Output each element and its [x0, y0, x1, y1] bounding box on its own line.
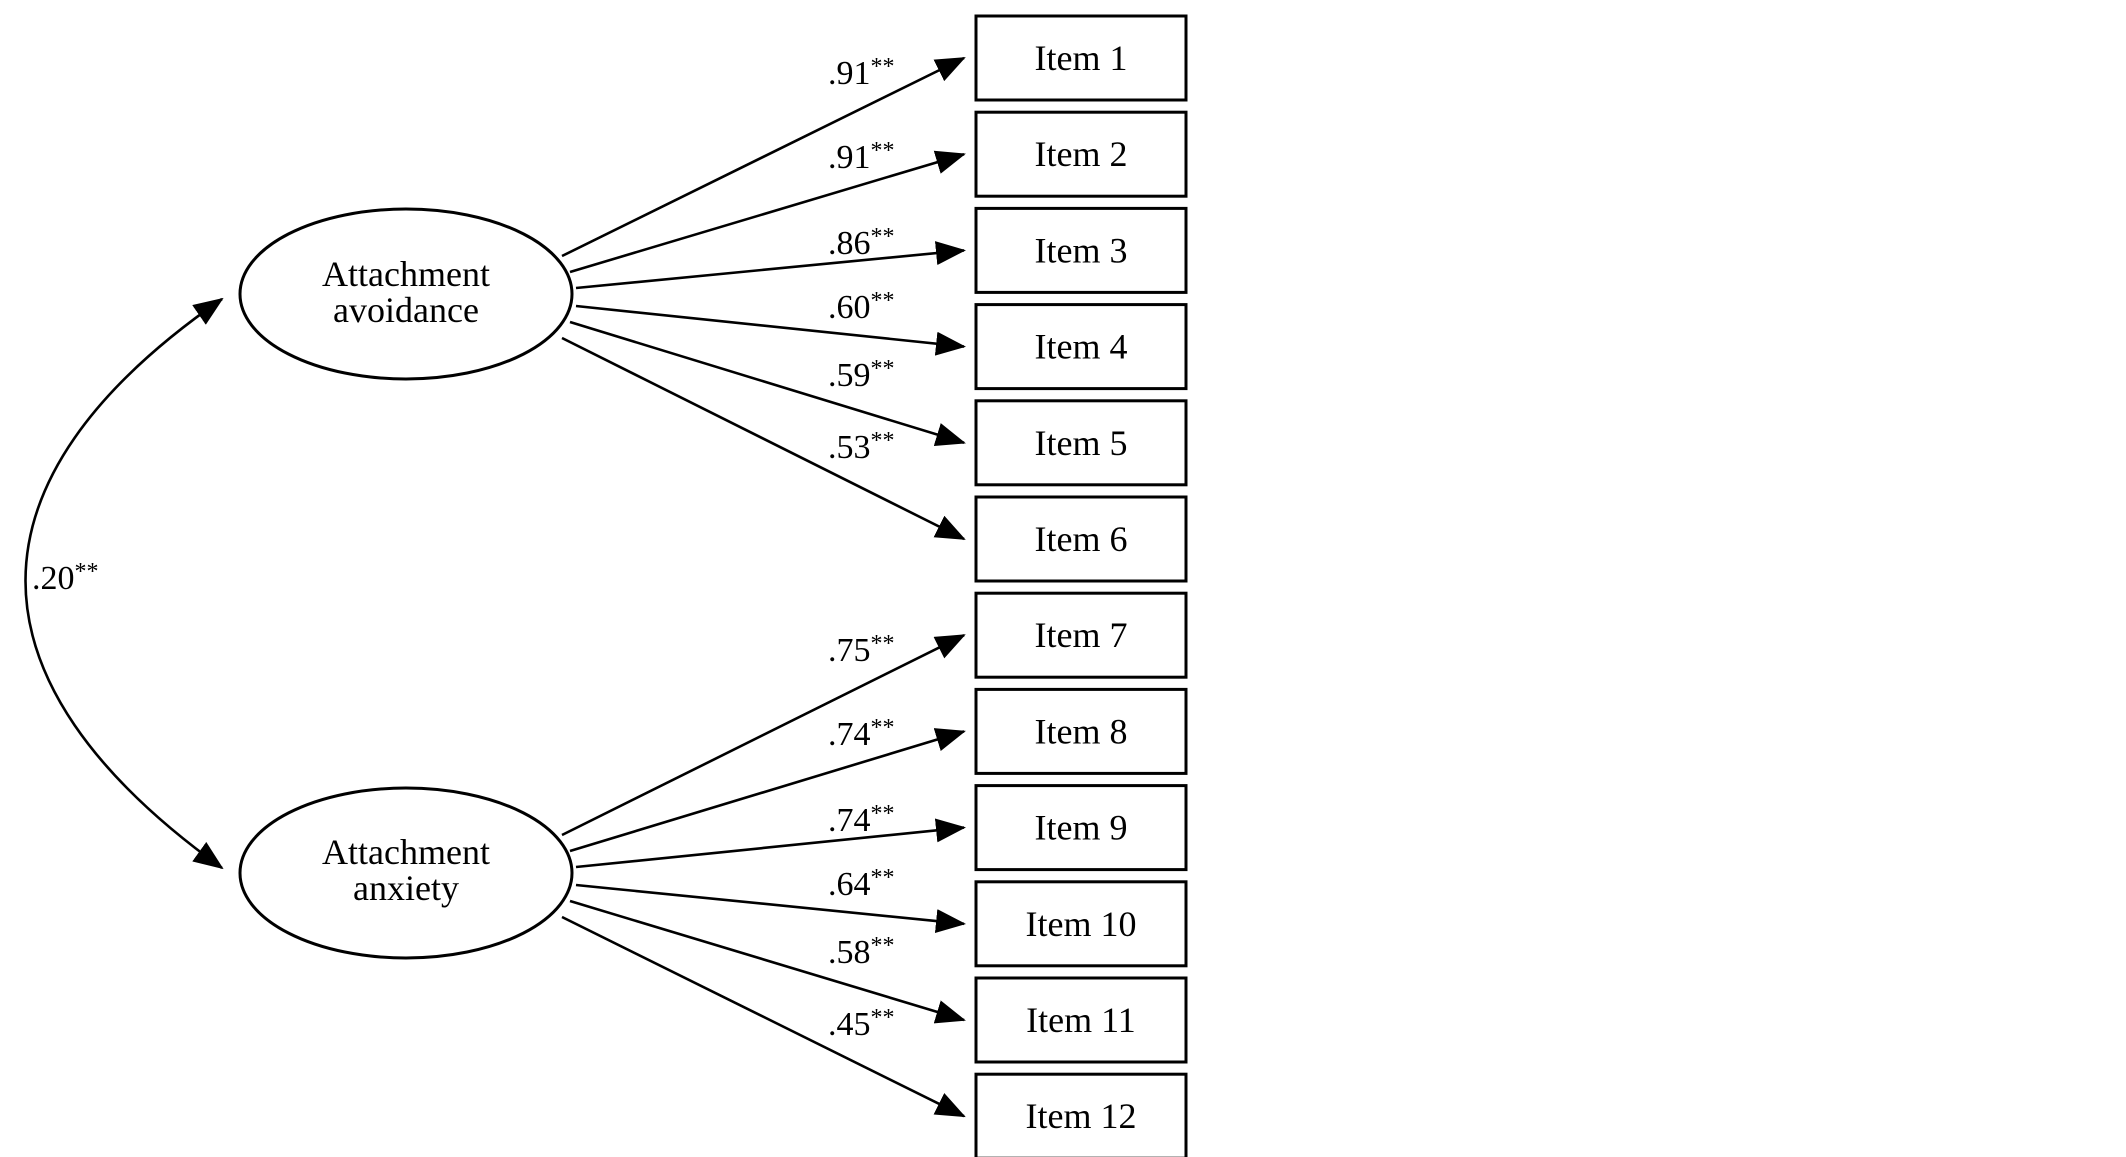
loading-arrow	[561, 336, 966, 541]
loading-significance: **	[871, 1005, 895, 1031]
loading-arrow	[575, 818, 966, 869]
loading-arrow	[575, 883, 966, 933]
loading-coefficient: .60**	[828, 288, 895, 326]
loading-significance: **	[871, 801, 895, 827]
latent-label-line-2: anxiety	[353, 868, 459, 908]
loading-coefficient: .74**	[828, 801, 895, 839]
item-box	[974, 303, 1188, 391]
item-label: Item 10	[1026, 904, 1137, 944]
loading-arrow	[561, 915, 966, 1118]
loading-coefficient: .53**	[828, 428, 895, 466]
loading-significance: **	[871, 138, 895, 164]
loading-value: .74	[828, 802, 871, 839]
item-box	[974, 1072, 1188, 1157]
item-label: Item 1	[1035, 38, 1128, 78]
item-box	[974, 591, 1188, 679]
item-label: Item 11	[1026, 1000, 1136, 1040]
indicator-items: Item 1 Item 2 Item 3 Item 4 Item 5 Item 6 Item…	[974, 14, 1188, 1157]
loading-coefficient: .74**	[828, 715, 895, 753]
loading-value: .91	[828, 139, 871, 176]
loading-arrow	[575, 241, 966, 290]
latent-ellipse-anxiety	[238, 786, 574, 960]
loading-significance: **	[871, 865, 895, 891]
loading-value: .45	[828, 1006, 871, 1043]
loading-arrow	[569, 899, 966, 1024]
item-label: Item 3	[1035, 230, 1128, 270]
item-box	[974, 110, 1188, 198]
latent-factor-anxiety: Attachment anxiety	[238, 786, 574, 960]
loading-significance: **	[871, 54, 895, 80]
item-box	[974, 687, 1188, 775]
item-label: Item 2	[1035, 134, 1128, 174]
loading-coefficients: .91**.91**.86**.60**.59**.53**.75**.74**…	[828, 54, 895, 1043]
loading-coefficient: .91**	[828, 138, 895, 176]
loading-arrow	[569, 728, 966, 853]
loading-coefficient: .91**	[828, 54, 895, 92]
latent-label-line-1: Attachment	[322, 832, 490, 872]
loading-arrow	[569, 150, 966, 274]
loading-value: .60	[828, 289, 871, 326]
item-label: Item 5	[1035, 423, 1128, 463]
item-box	[974, 495, 1188, 583]
loading-arrow	[561, 634, 966, 837]
loading-value: .53	[828, 429, 871, 466]
loading-value: .64	[828, 866, 871, 903]
loading-coefficient: .86**	[828, 224, 895, 262]
loading-arrow	[569, 320, 966, 447]
loading-coefficient: .59**	[828, 356, 895, 394]
covariance-value: .20	[32, 560, 75, 597]
item-box	[974, 399, 1188, 487]
loading-coefficient: .75**	[828, 631, 895, 669]
loading-value: .75	[828, 632, 871, 669]
item-box	[974, 880, 1188, 968]
loading-significance: **	[871, 288, 895, 314]
loading-paths	[561, 56, 966, 1118]
loading-value: .59	[828, 357, 871, 394]
item-box	[974, 206, 1188, 294]
item-label: Item 9	[1035, 808, 1128, 848]
latent-factor-avoidance: Attachment avoidance	[238, 207, 574, 381]
loading-value: .86	[828, 225, 871, 262]
item-label: Item 12	[1026, 1096, 1137, 1136]
item-box	[974, 976, 1188, 1064]
loading-value: .58	[828, 934, 871, 971]
item-label: Item 7	[1035, 615, 1128, 655]
item-box	[974, 14, 1188, 102]
loading-significance: **	[871, 715, 895, 741]
factor-covariance-arrow	[24, 297, 224, 870]
item-box	[974, 784, 1188, 872]
loading-value: .74	[828, 716, 871, 753]
item-label: Item 8	[1035, 711, 1128, 751]
latent-label-line-2: avoidance	[333, 290, 479, 330]
loading-significance: **	[871, 933, 895, 959]
item-label: Item 4	[1035, 327, 1128, 367]
latent-label-line-1: Attachment	[322, 254, 490, 294]
loading-significance: **	[871, 631, 895, 657]
loading-arrow	[575, 304, 966, 356]
loading-significance: **	[871, 224, 895, 250]
loading-significance: **	[871, 428, 895, 454]
covariance-significance: **	[75, 559, 99, 585]
loading-value: .91	[828, 55, 871, 92]
loading-coefficient: .58**	[828, 933, 895, 971]
covariance-coefficient-label: .20**	[32, 559, 99, 597]
item-label: Item 6	[1035, 519, 1128, 559]
loading-arrow	[561, 56, 966, 258]
loading-coefficient: .45**	[828, 1005, 895, 1043]
latent-ellipse-avoidance	[238, 207, 574, 381]
loading-coefficient: .64**	[828, 865, 895, 903]
loading-significance: **	[871, 356, 895, 382]
